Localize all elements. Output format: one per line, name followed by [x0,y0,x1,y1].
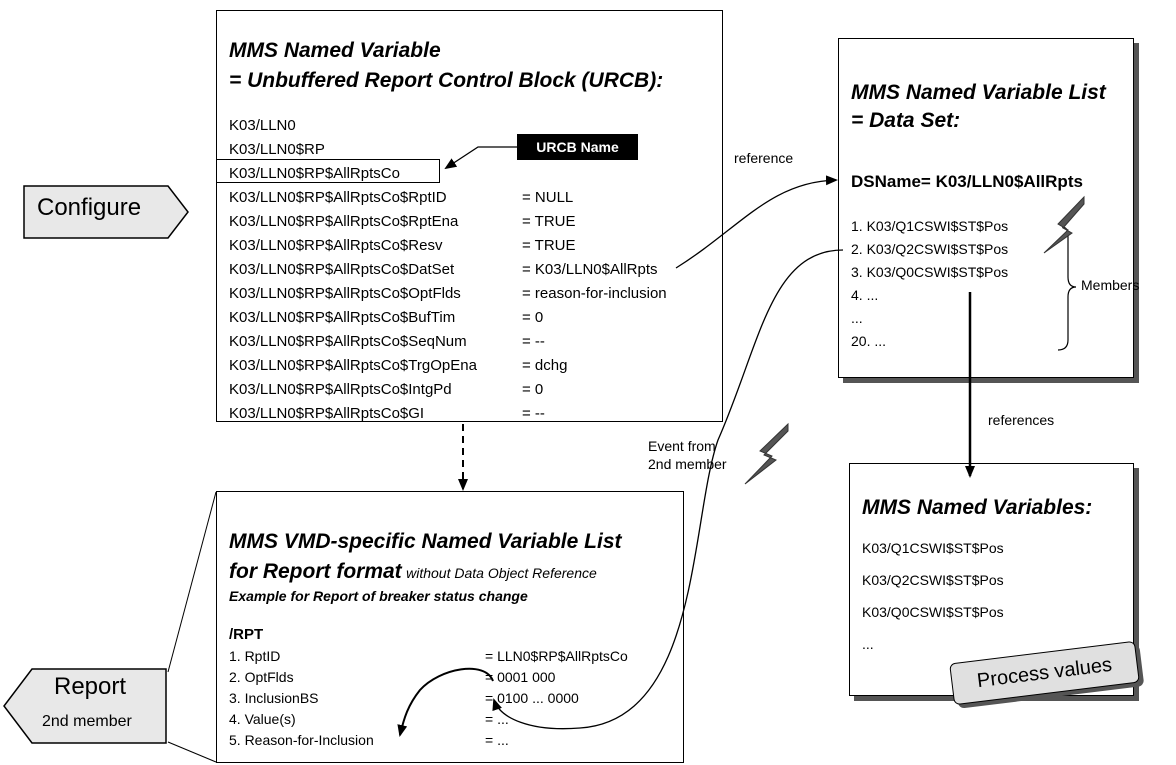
dataset-title-line1: MMS Named Variable List [851,81,1106,104]
dataset-member: 3. K03/Q0CSWI$ST$Pos [851,264,1009,280]
report-funnel-bottom [167,741,217,763]
urcb-attr-name: K03/LLN0$RP$AllRptsCo$SeqNum [229,333,467,350]
references-label: references [988,412,1055,428]
urcb-header-line: K03/LLN0$RP [229,141,325,158]
dataset-member: 4. ... [851,287,879,303]
variable-item: K03/Q0CSWI$ST$Pos [862,604,1004,620]
urcb-header-line: K03/LLN0 [229,117,296,134]
urcb-name-tag: URCB Name [517,134,638,160]
lightning-bolt-dataset [1043,195,1085,254]
report-row-value: = ... [485,732,509,748]
urcb-attr-value: = 0 [522,381,544,398]
urcb-box: MMS Named Variable = Unbuffered Report C… [216,10,723,422]
urcb-attr-name: K03/LLN0$RP$AllRptsCo$GI [229,405,425,422]
event-label-line1: Event from [648,438,716,454]
variable-item: ... [862,636,874,652]
report-row-name: 3. InclusionBS [229,690,319,706]
dataset-member: 2. K03/Q2CSWI$ST$Pos [851,241,1009,257]
urcb-attr-name: K03/LLN0$RP$AllRptsCo$DatSet [229,261,455,278]
urcb-attr-value: = -- [522,405,545,422]
inclusion-curve [397,667,494,737]
report-row-value: = 0100 ... 0000 [485,690,579,706]
urcb-attr-value: = reason-for-inclusion [522,285,667,302]
report-format-title-line1: MMS VMD-specific Named Variable List [229,530,622,553]
urcb-attr-value: = TRUE [522,213,576,230]
reference-label: reference [734,150,794,166]
dataset-member: ... [851,310,863,326]
urcb-name-callout [444,146,517,170]
urcb-name-highlight [216,159,440,183]
report-row-name: 1. RptID [229,648,281,664]
report-format-section: /RPT [229,626,264,643]
urcb-attr-value: = K03/LLN0$AllRpts [522,261,658,278]
report-row-name: 5. Reason-for-Inclusion [229,732,374,748]
configure-arrow-shape [23,185,189,239]
variable-item: K03/Q2CSWI$ST$Pos [862,572,1004,588]
report-arrow: Report 2nd member [0,667,168,745]
reference-arrow [675,175,838,269]
urcb-attr-name: K03/LLN0$RP$AllRptsCo$OptFlds [229,285,461,302]
report-format-box: MMS VMD-specific Named Variable List for… [216,491,684,763]
dataset-member: 1. K03/Q1CSWI$ST$Pos [851,218,1009,234]
urcb-attr-name: K03/LLN0$RP$AllRptsCo$IntgPd [229,381,452,398]
urcb-attr-name: K03/LLN0$RP$AllRptsCo$BufTim [229,309,456,326]
report-row-value: = ... [485,711,509,727]
configure-arrow: Configure [20,182,192,242]
members-brace [1057,226,1077,351]
urcb-attr-value: = 0 [522,309,544,326]
urcb-attr-name: K03/LLN0$RP$AllRptsCo$TrgOpEna [229,357,477,374]
report-row-name: 4. Value(s) [229,711,296,727]
urcb-attr-name: K03/LLN0$RP$AllRptsCo$RptID [229,189,447,206]
report-format-title-bold: for Report format [229,560,402,583]
urcb-name-tag-label: URCB Name [536,139,619,155]
report-format-title-line2: for Report format without Data Object Re… [229,558,597,586]
report-format-title-rest: without Data Object Reference [406,565,597,581]
dataset-box: MMS Named Variable List = Data Set: DSNa… [838,38,1139,378]
report-sublabel: 2nd member [42,713,132,730]
urcb-attr-value: = TRUE [522,237,576,254]
urcb-header-line: K03/LLN0$RP$AllRptsCo [229,165,400,182]
report-label: Report [54,673,127,700]
variable-item: K03/Q1CSWI$ST$Pos [862,540,1004,556]
event-curve [492,249,844,730]
event-label-line2: 2nd member [648,456,727,472]
lightning-bolt-event [744,422,789,485]
urcb-attr-value: = dchg [522,357,568,374]
report-format-subtitle: Example for Report of breaker status cha… [229,588,528,604]
dataset-title-line2: = Data Set: [851,109,961,132]
report-row-value: = LLN0$RP$AllRptsCo [485,648,628,664]
urcb-attr-name: K03/LLN0$RP$AllRptsCo$RptEna [229,213,459,230]
urcb-title-line1: MMS Named Variable [229,39,441,62]
report-row-name: 2. OptFlds [229,669,294,685]
report-funnel-top [167,491,217,673]
report-row-value: = 0001 000 [485,669,556,685]
urcb-attr-value: = NULL [522,189,574,206]
dataset-dsname: DSName= K03/LLN0$AllRpts [851,172,1083,191]
urcb-attr-name: K03/LLN0$RP$AllRptsCo$Resv [229,237,443,254]
urcb-attr-value: = -- [522,333,545,350]
dataset-member: 20. ... [851,333,887,349]
report-arrow-shape [3,668,167,744]
urcb-title-line2: = Unbuffered Report Control Block (URCB)… [229,69,664,92]
configure-label: Configure [37,194,142,221]
variables-title: MMS Named Variables: [862,496,1093,519]
members-label: Members [1081,277,1140,293]
